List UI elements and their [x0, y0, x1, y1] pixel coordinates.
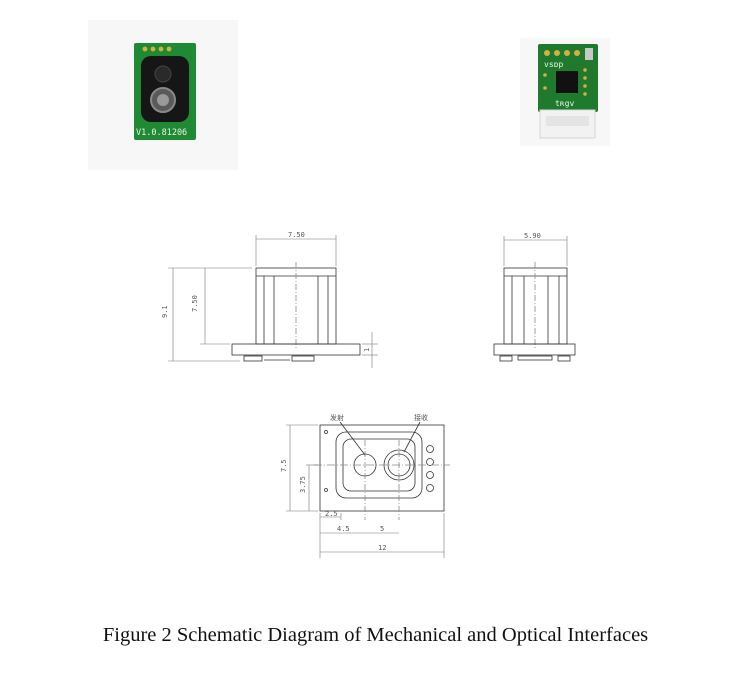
left-sensor-photo: V1.0.81206: [88, 20, 238, 170]
receive-label: 接收: [414, 413, 428, 422]
right-board-bottom-silkscreen: tʀgv: [555, 99, 574, 108]
offset-small-label: 2.5: [325, 510, 338, 518]
bottom-height-label: 7.5: [280, 459, 288, 472]
bottom-center-height-label: 3.75: [299, 476, 307, 493]
end-width-label: 5.90: [524, 232, 541, 240]
side-body-height-label: 7.50: [191, 295, 199, 312]
left-board-silkscreen: V1.0.81206: [136, 128, 187, 138]
total-width-label: 12: [378, 544, 386, 552]
bottom-view-drawing: [314, 421, 450, 520]
side-view-dimensions: [168, 235, 378, 368]
emit-label: 发射: [330, 413, 344, 422]
figure-caption: Figure 2 Schematic Diagram of Mechanical…: [102, 624, 649, 646]
end-view-drawing: [493, 262, 576, 362]
side-pcb-thickness-label: 1: [363, 348, 371, 352]
side-width-label: 7.50: [288, 231, 305, 239]
bottom-view-dimensions: [286, 424, 445, 558]
end-view-dimensions: [503, 236, 568, 266]
side-total-height-label: 9.1: [161, 305, 169, 318]
right-board-top-silkscreen: vsɒp: [544, 60, 563, 69]
spacing-label: 5: [380, 525, 384, 533]
sensor-chip: [556, 71, 578, 93]
side-view-drawing: [231, 262, 361, 362]
right-sensor-photo: vsɒp tʀgv: [520, 38, 610, 146]
offset-label: 4.5: [337, 525, 350, 533]
